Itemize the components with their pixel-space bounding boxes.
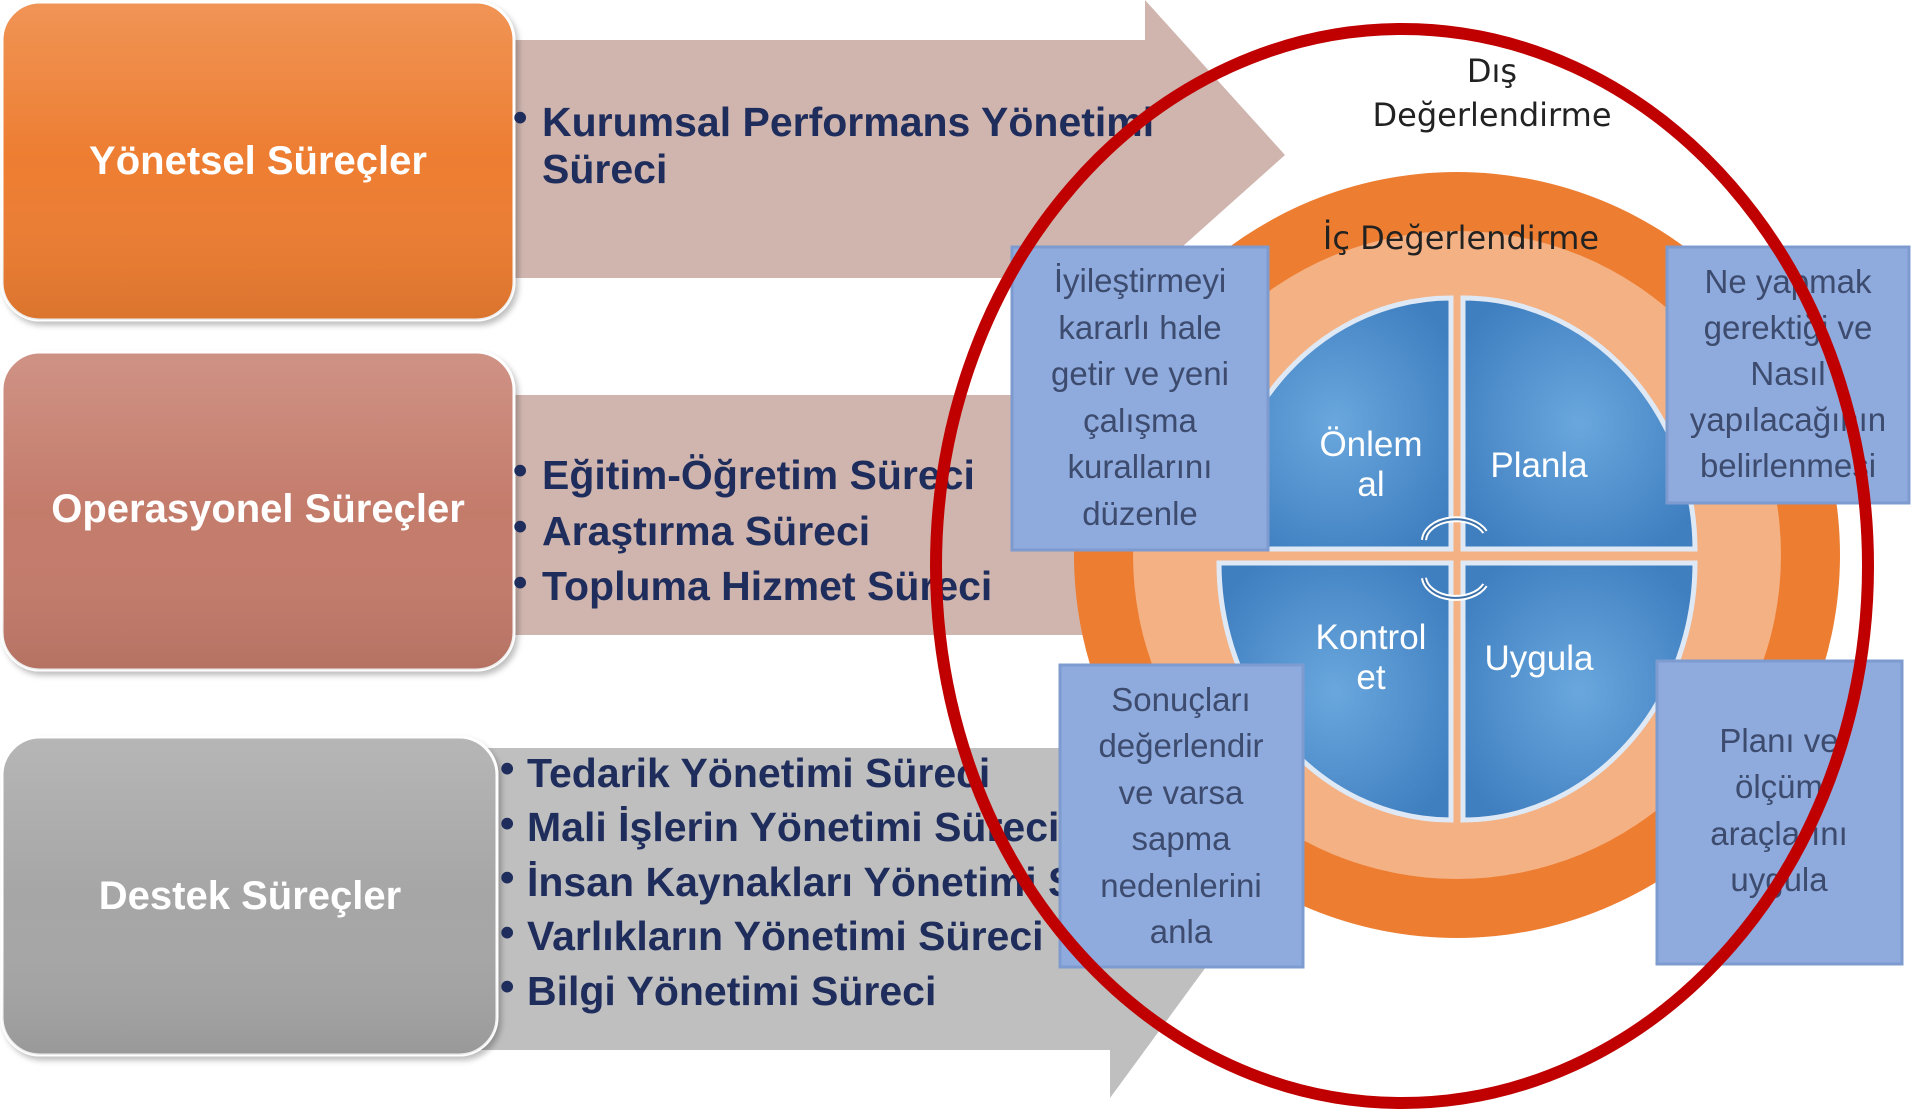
svg-text:Sonuçları: Sonuçları bbox=[1111, 681, 1250, 718]
svg-text:Nasıl: Nasıl bbox=[1750, 355, 1825, 392]
bullet-marker: • bbox=[513, 94, 527, 140]
quadrant-label-kontrol: et bbox=[1356, 658, 1385, 697]
inner-evaluation-label: İç Değerlendirme bbox=[1323, 219, 1599, 257]
svg-text:araçlarını: araçlarını bbox=[1710, 815, 1848, 852]
box-label-destek: Destek Süreçler bbox=[99, 874, 401, 918]
svg-text:çalışma: çalışma bbox=[1083, 402, 1197, 439]
list-item: Mali İşlerin Yönetimi Süreci bbox=[527, 804, 1059, 850]
arrow-yonetsel bbox=[490, 0, 1285, 280]
bullets-destek: • Tedarik Yönetimi Süreci • Mali İşlerin… bbox=[500, 745, 1075, 1014]
quadrant-label-onlem: al bbox=[1357, 465, 1384, 504]
bullet-marker: • bbox=[513, 447, 527, 493]
list-item: Topluma Hizmet Süreci bbox=[542, 563, 992, 609]
bullet-marker: • bbox=[513, 503, 527, 549]
list-item: Süreci bbox=[542, 146, 667, 192]
quadrant-label-onlem: Önlem bbox=[1319, 425, 1422, 464]
bullet-marker: • bbox=[500, 963, 514, 1009]
box-destek bbox=[0, 735, 499, 1057]
note-onlem-al: İyileştirmeyi kararlı hale getir ve yeni… bbox=[1010, 245, 1270, 552]
quadrant-label-kontrol: Kontrol bbox=[1316, 618, 1427, 657]
box-yonetsel bbox=[0, 0, 516, 322]
quadrant-uygula bbox=[1460, 560, 1698, 823]
outer-evaluation-label: Dış bbox=[1467, 52, 1517, 90]
svg-text:Planı ve: Planı ve bbox=[1719, 722, 1838, 759]
note-kontrol-et: Sonuçları değerlendir ve varsa sapma ned… bbox=[1058, 663, 1305, 969]
svg-text:belirlenmesi: belirlenmesi bbox=[1700, 447, 1876, 484]
bullet-marker: • bbox=[500, 854, 514, 900]
bullet-marker: • bbox=[500, 909, 514, 955]
svg-text:düzenle: düzenle bbox=[1082, 495, 1198, 532]
list-item: Kurumsal Performans Yönetimi bbox=[542, 99, 1154, 145]
list-item: Araştırma Süreci bbox=[542, 508, 870, 554]
bullets-operasyonel: • Eğitim-Öğretim Süreci • Araştırma Süre… bbox=[513, 447, 992, 609]
quadrant-label-uygula: Uygula bbox=[1485, 639, 1594, 678]
outer-evaluation-label: Değerlendirme bbox=[1373, 96, 1612, 134]
bullet-marker: • bbox=[500, 745, 514, 791]
box-label-operasyonel: Operasyonel Süreçler bbox=[51, 487, 465, 531]
list-item: İnsan Kaynakları Yönetimi S bbox=[527, 859, 1075, 905]
svg-text:anla: anla bbox=[1150, 913, 1213, 950]
box-operasyonel bbox=[0, 350, 516, 672]
bullets-yonetsel: • Kurumsal Performans Yönetimi Süreci bbox=[513, 94, 1154, 192]
svg-text:getir ve yeni: getir ve yeni bbox=[1051, 355, 1229, 392]
quadrant-label-planla: Planla bbox=[1490, 446, 1588, 485]
note-planla: Ne yapmak gerektiği ve Nasıl yapılacağın… bbox=[1665, 245, 1911, 505]
svg-text:gerektiği ve: gerektiği ve bbox=[1704, 309, 1873, 346]
highlight-circle bbox=[930, 23, 1874, 1109]
svg-text:değerlendir: değerlendir bbox=[1098, 727, 1263, 764]
svg-text:nedenlerini: nedenlerini bbox=[1100, 867, 1261, 904]
list-item: Bilgi Yönetimi Süreci bbox=[527, 968, 936, 1014]
svg-text:ve varsa: ve varsa bbox=[1119, 774, 1244, 811]
svg-text:kararlı hale: kararlı hale bbox=[1058, 309, 1221, 346]
box-label-yonetsel: Yönetsel Süreçler bbox=[89, 139, 427, 183]
svg-text:kurallarını: kurallarını bbox=[1068, 448, 1213, 485]
svg-text:ölçüm: ölçüm bbox=[1735, 768, 1823, 805]
list-item: Varlıkların Yönetimi Süreci bbox=[527, 913, 1044, 959]
bullet-marker: • bbox=[513, 559, 527, 605]
list-item: Eğitim-Öğretim Süreci bbox=[542, 452, 975, 498]
bullet-marker: • bbox=[500, 800, 514, 846]
note-uygula: Planı ve ölçüm araçlarını uygula bbox=[1655, 659, 1904, 966]
list-item: Tedarik Yönetimi Süreci bbox=[527, 750, 990, 796]
svg-text:İyileştirmeyi: İyileştirmeyi bbox=[1054, 262, 1226, 299]
svg-text:sapma: sapma bbox=[1131, 820, 1231, 857]
